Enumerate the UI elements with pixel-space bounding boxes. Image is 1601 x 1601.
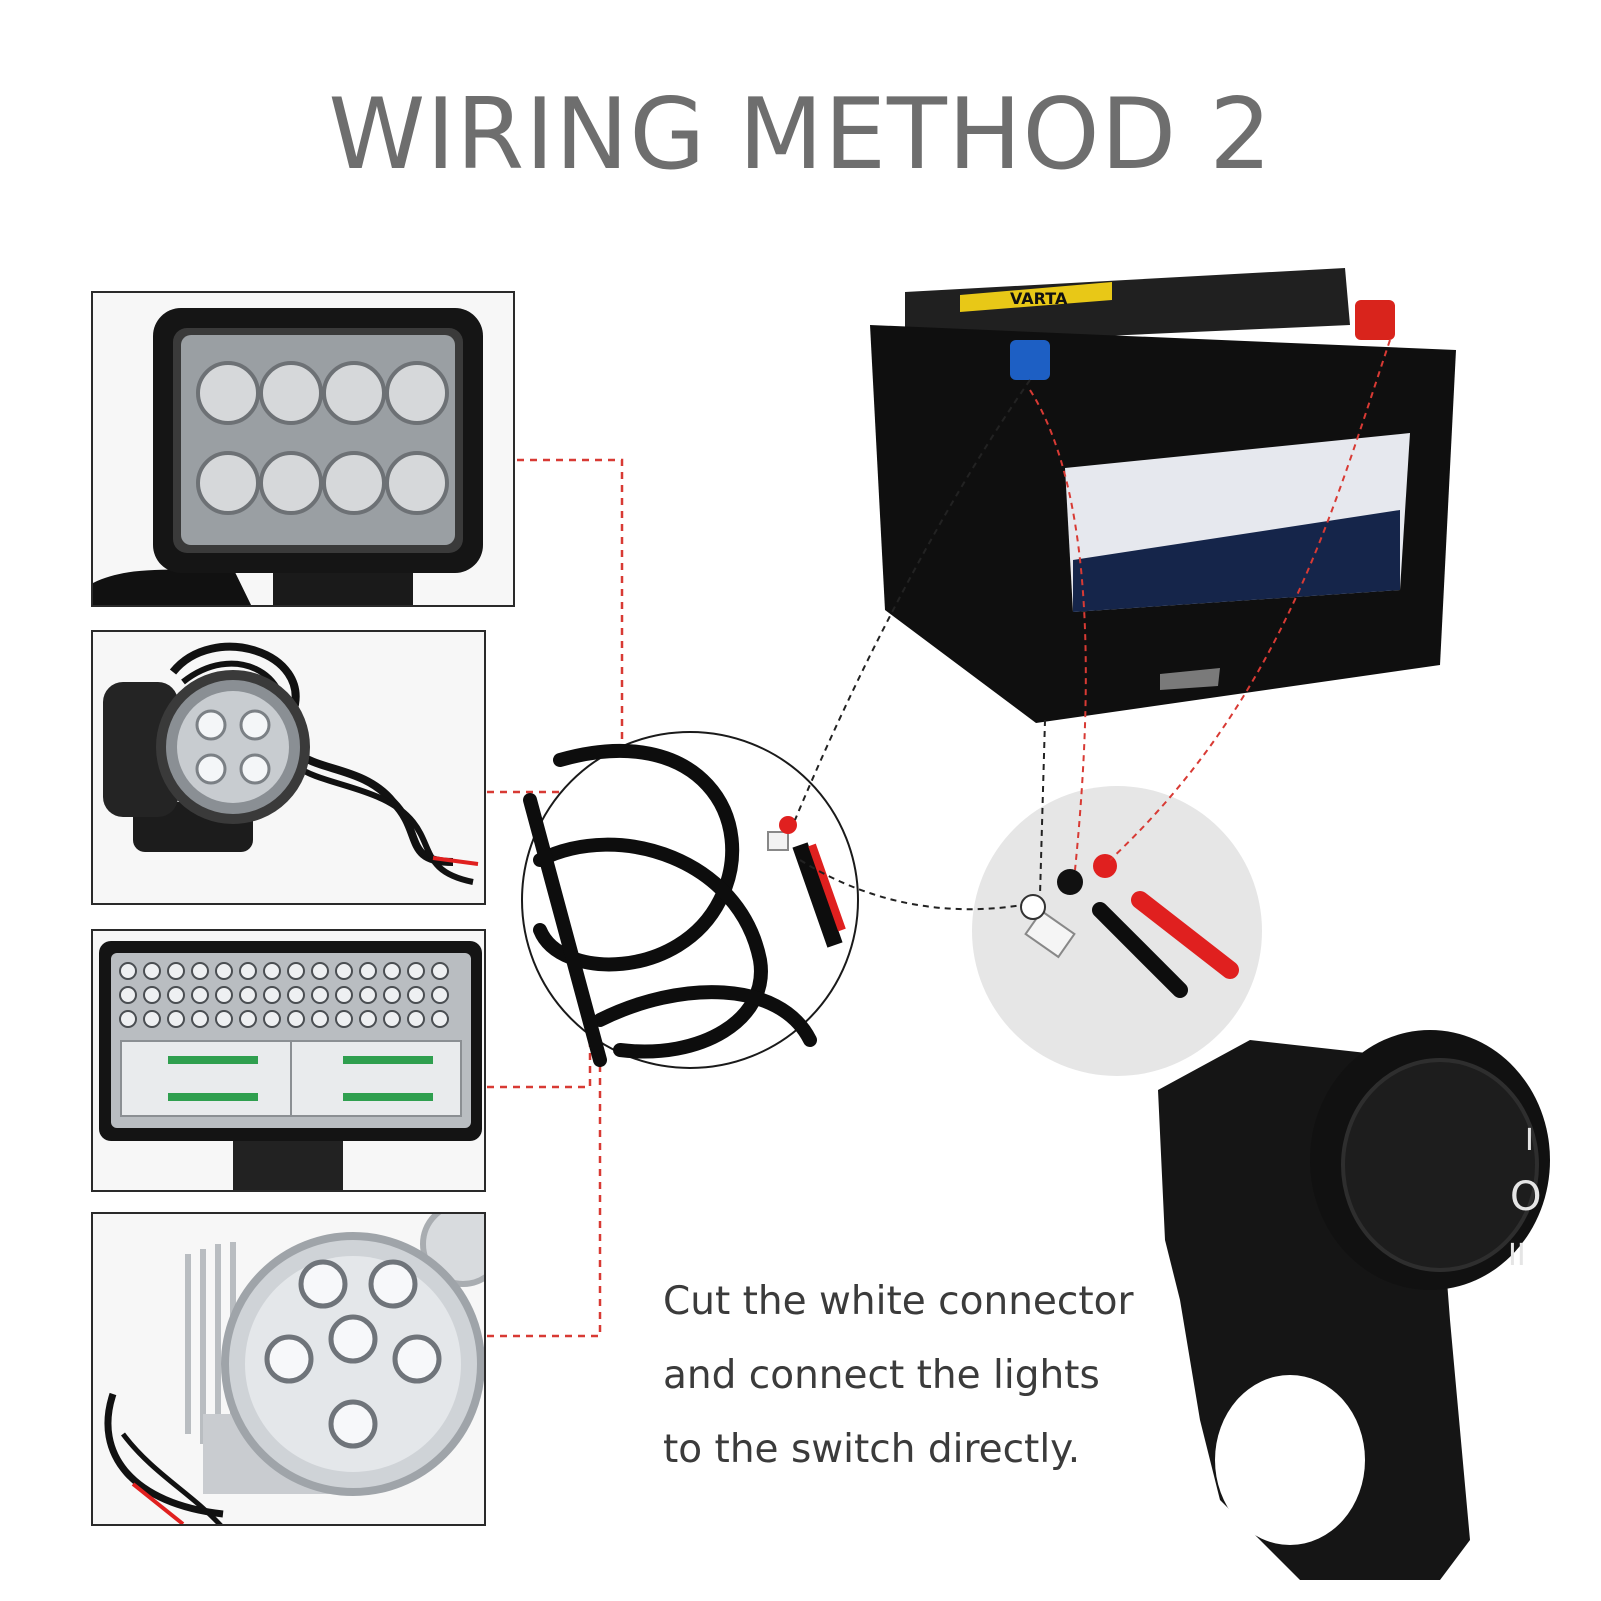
battery-negative-lead xyxy=(1029,389,1087,871)
instruction-caption: Cut the white connector and connect the … xyxy=(663,1265,1183,1487)
wire-to-connector-lead xyxy=(799,859,1023,911)
caption-line-2: and connect the lights xyxy=(663,1353,1100,1398)
battery: VARTA xyxy=(870,268,1456,723)
caption-line-1: Cut the white connector xyxy=(663,1279,1134,1324)
negative-terminal xyxy=(1010,340,1050,380)
battery-to-connector-lead xyxy=(1039,719,1046,896)
handlebar-switch: I O II xyxy=(1158,1030,1550,1580)
connector-zoom xyxy=(972,786,1262,1076)
spotlight-image xyxy=(103,642,479,885)
positive-terminal xyxy=(1355,300,1395,340)
light-panel-spotlight xyxy=(91,630,486,905)
wire-positive-dot xyxy=(779,816,797,834)
switch-symbol-on2: II xyxy=(1508,1238,1526,1273)
battery-positive-lead xyxy=(1109,339,1391,861)
light-panel-foglight xyxy=(91,1212,486,1526)
wire-bundle-zoom xyxy=(521,731,859,1069)
negative-dot xyxy=(1057,869,1083,895)
white-connector-dot xyxy=(1020,894,1046,920)
switch-symbol-on: I xyxy=(1525,1123,1534,1158)
battery-brand-label: VARTA xyxy=(1010,289,1068,308)
rectangular-led-light-image xyxy=(93,308,483,605)
positive-dot xyxy=(1093,854,1117,878)
light-panel-lightbar xyxy=(91,929,486,1192)
caption-line-3: to the switch directly. xyxy=(663,1427,1081,1472)
battery-to-wire-lead xyxy=(794,379,1031,821)
led-light-bar-image xyxy=(99,941,482,1190)
page-title: WIRING METHOD 2 xyxy=(328,78,1273,192)
foglight-image xyxy=(104,1214,484,1524)
switch-symbol-off: O xyxy=(1510,1174,1541,1220)
light-panel-rectangular xyxy=(91,291,515,607)
